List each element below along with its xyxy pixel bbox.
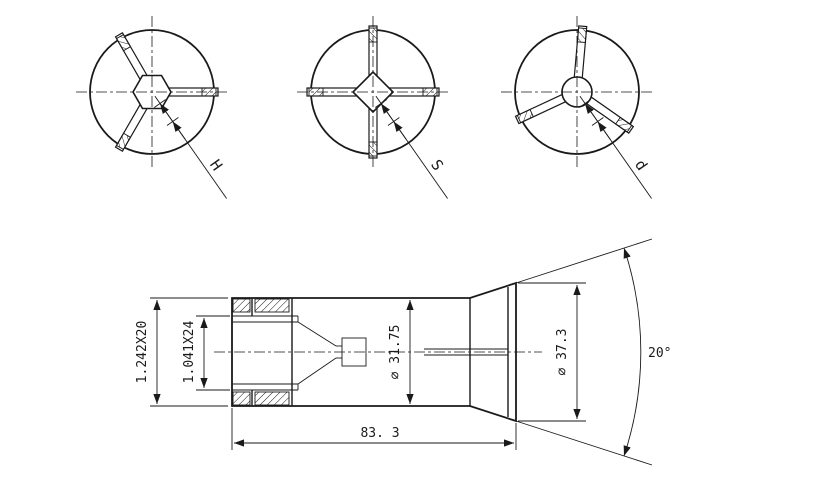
- front-view-square: S: [297, 16, 449, 199]
- dimension-external-thread: 1.242X20: [135, 297, 228, 407]
- dim-label-square: S: [427, 156, 447, 174]
- dimension-taper-angle: 20°: [515, 238, 671, 466]
- dim-label-body-diameter: ⌀ 31.75: [388, 325, 403, 380]
- external-thread-hatch: [232, 298, 290, 406]
- slit: [114, 32, 150, 83]
- dim-label-taper-angle: 20°: [648, 346, 671, 361]
- dim-label-overall-length: 83. 3: [360, 426, 399, 441]
- dimension-nose-diameter: ⌀ 37.3: [518, 282, 586, 422]
- dim-label-internal-thread: 1.041X24: [182, 321, 197, 384]
- slit: [514, 93, 567, 125]
- dim-label-hex: H: [206, 156, 226, 174]
- slit: [585, 95, 635, 134]
- side-view: [214, 281, 542, 423]
- dimension-body-diameter: ⌀ 31.75: [388, 300, 414, 404]
- front-view-round: d: [501, 16, 653, 199]
- dim-label-external-thread: 1.242X20: [135, 321, 150, 384]
- front-view-hex: H: [76, 16, 228, 199]
- side-view-dimensions: 1.242X20 1.041X24 ⌀ 31.75 ⌀ 37.3 20°: [135, 238, 671, 466]
- dim-label-nose-diameter: ⌀ 37.3: [555, 329, 570, 376]
- dimension-overall-length: 83. 3: [231, 408, 517, 450]
- dim-label-round: d: [631, 156, 651, 174]
- dimension-internal-thread: 1.041X24: [182, 315, 230, 391]
